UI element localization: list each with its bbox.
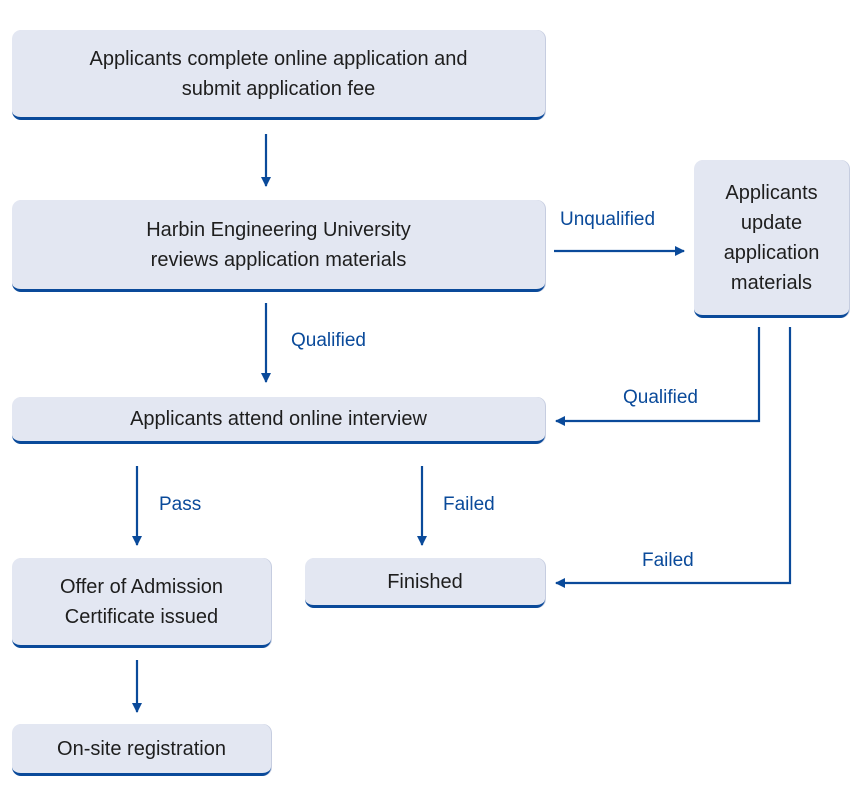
edge-label-pass: Pass <box>159 494 202 515</box>
node-text: submit application fee <box>181 77 376 100</box>
node-onsite-registration: On-site registration <box>12 724 271 776</box>
node-text: update <box>740 211 803 234</box>
node-text: Applicants <box>725 181 818 204</box>
edge-label-failed-interview: Failed <box>443 494 495 515</box>
arrow-update-to-finished <box>555 327 792 588</box>
node-text: Offer of Admission <box>59 575 224 598</box>
node-online-interview: Applicants attend online interview <box>12 397 545 444</box>
edge-label-failed-update: Failed <box>642 550 694 571</box>
node-update-materials: Applicants update application materials <box>694 160 849 318</box>
node-text: application <box>723 241 820 264</box>
node-text: Finished <box>387 570 463 593</box>
edge-label-qualified-update: Qualified <box>623 387 698 408</box>
node-text: Certificate issued <box>64 605 219 628</box>
node-submit-application: Applicants complete online application a… <box>12 30 545 120</box>
node-text: Applicants complete online application a… <box>89 47 468 70</box>
node-text: On-site registration <box>57 737 226 760</box>
node-text: reviews application materials <box>150 248 407 271</box>
node-review-materials: Harbin Engineering University reviews app… <box>12 200 545 292</box>
node-finished: Finished <box>305 558 545 608</box>
edge-label-unqualified: Unqualified <box>560 209 656 230</box>
node-text: materials <box>730 271 813 294</box>
edge-label-qualified-review: Qualified <box>291 330 366 351</box>
node-text: Applicants attend online interview <box>130 408 427 430</box>
node-text: Harbin Engineering University <box>146 218 411 241</box>
